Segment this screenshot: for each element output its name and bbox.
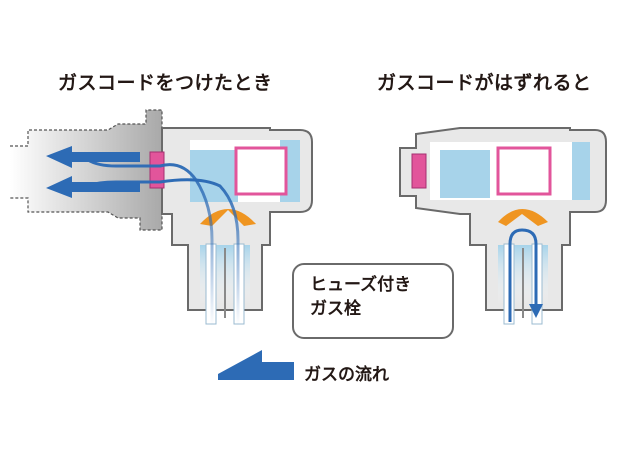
pink-valve-right	[496, 146, 552, 196]
gas-flow-arrow-upper	[46, 146, 140, 168]
fuse-gas-valve-label: ヒューズ付き ガス栓	[292, 263, 454, 339]
title-cord-detached: ガスコードがはずれると	[377, 72, 592, 94]
orange-fuse-closed	[498, 209, 548, 226]
gas-flow-blocked-loop	[508, 228, 538, 322]
pink-plug-right	[411, 153, 427, 189]
valve-gas-chamber	[190, 150, 238, 202]
gas-flow-legend-label: ガスの流れ	[304, 365, 389, 385]
valve-side-chamber-right	[572, 142, 590, 200]
label-line-2: ガス栓	[310, 299, 361, 319]
gas-flow-arrow-lower	[46, 176, 140, 198]
label-line-1: ヒューズ付き	[310, 275, 412, 295]
pink-plug	[149, 151, 165, 189]
valve-detached	[399, 127, 607, 325]
pink-valve	[234, 146, 288, 196]
gas-flow-legend-arrow	[218, 350, 294, 380]
gas-flow-line-upper	[60, 158, 214, 326]
valve-attached	[10, 109, 313, 326]
title-cord-attached: ガスコードをつけたとき	[58, 72, 273, 94]
gas-flow-blocked-arrowhead	[529, 304, 543, 318]
orange-fuse	[200, 209, 256, 226]
valve-gas-chamber-right	[440, 150, 490, 198]
gas-cord-connector	[10, 109, 163, 231]
